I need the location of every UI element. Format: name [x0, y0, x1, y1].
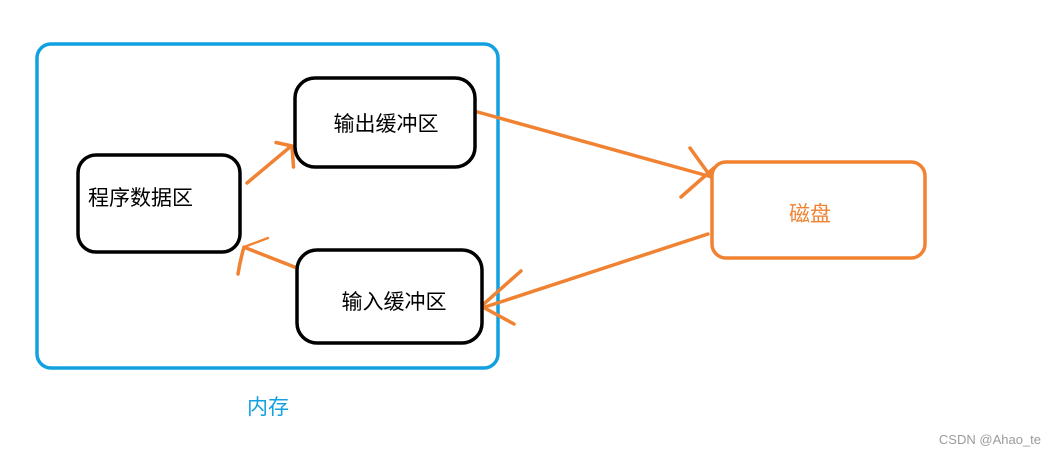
arrow-output-buffer-to-disk	[472, 109, 718, 199]
arrow-input-buffer-to-program-data	[236, 236, 299, 276]
memory-caption: 内存	[247, 396, 289, 419]
node-disk: 磁盘	[710, 160, 927, 260]
arrow-disk-to-input-buffer	[475, 232, 710, 326]
output-buffer-box	[293, 76, 477, 169]
program-data-area-label: 程序数据区	[88, 187, 193, 210]
output-buffer-label: 输出缓冲区	[334, 113, 439, 136]
memory-box	[35, 42, 500, 370]
arrow-program-data-to-output-buffer	[245, 140, 296, 185]
input-buffer-label: 输入缓冲区	[342, 291, 447, 314]
disk-label: 磁盘	[789, 203, 831, 226]
program-data-area-box	[76, 153, 242, 254]
watermark: CSDN @Ahao_te	[939, 432, 1041, 447]
node-input-buffer: 输入缓冲区	[295, 248, 484, 345]
memory-container	[35, 42, 500, 370]
node-output-buffer: 输出缓冲区	[293, 76, 477, 169]
node-program-data-area: 程序数据区	[76, 153, 242, 254]
input-buffer-box	[295, 248, 484, 345]
disk-box	[710, 160, 927, 260]
